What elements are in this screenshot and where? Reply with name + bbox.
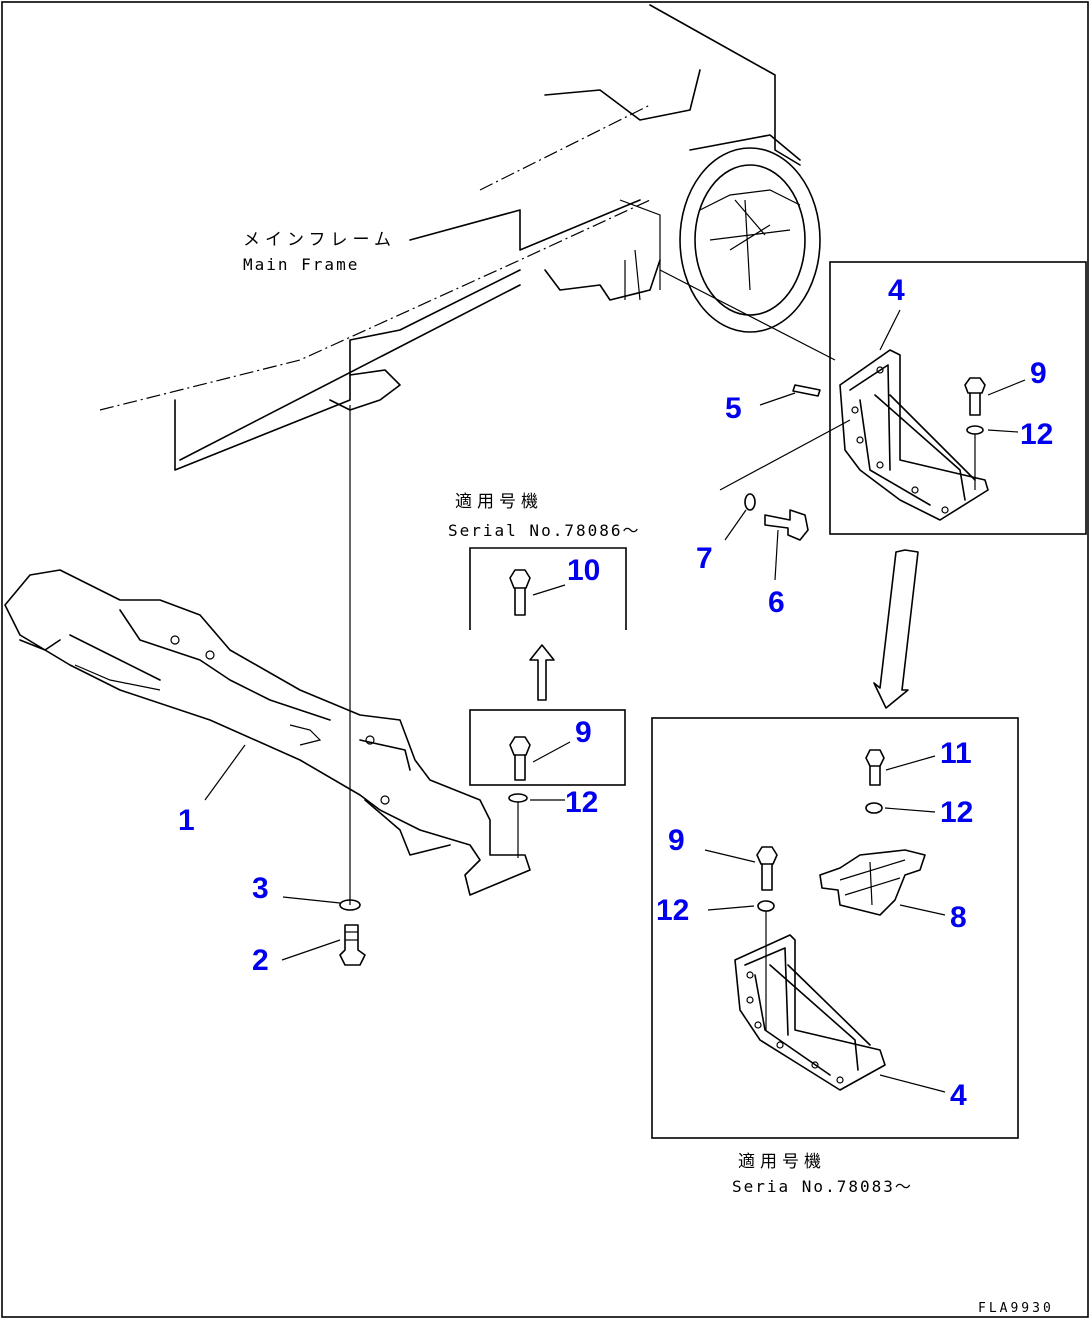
callout-12-center: 12 [565, 786, 598, 819]
callout-4-top: 4 [888, 274, 905, 307]
washer-7 [744, 493, 756, 511]
bolt-9-bottom [756, 846, 778, 891]
main-frame-label-en: Main Frame [243, 255, 359, 274]
callout-9-center: 9 [575, 716, 592, 749]
leader-11 [885, 755, 936, 771]
leader-12-top [987, 429, 1019, 433]
leader-9-top [987, 379, 1026, 396]
bolt-11 [865, 749, 885, 786]
leader-8 [899, 904, 946, 916]
leader-7 [724, 509, 747, 541]
callout-7: 7 [696, 542, 713, 575]
serial1-label-en: Serial No.78086～ [448, 521, 641, 540]
bracket-4-bottom [734, 934, 886, 1091]
bracket-4-top [839, 349, 989, 521]
serial1-inset-box [469, 547, 627, 630]
callout-3: 3 [252, 872, 269, 905]
callout-12-top: 12 [1020, 418, 1053, 451]
replacement-arrow-down [873, 549, 919, 709]
leader-9-bottom [704, 849, 756, 863]
leader-4-top [879, 309, 901, 351]
washer-12-bottom [757, 900, 775, 912]
bolt-2 [339, 924, 366, 966]
washer-12-right [865, 802, 883, 814]
pin-5 [792, 384, 821, 397]
bolt-6 [764, 509, 809, 541]
leader-12-right [884, 807, 936, 813]
assembly-line-4 [719, 419, 851, 491]
serial2-label-en: Seria No.78083～ [732, 1177, 913, 1196]
leader-3 [282, 896, 341, 904]
callout-11: 11 [940, 737, 972, 770]
serial1-original-box [469, 709, 626, 786]
callout-6: 6 [768, 586, 785, 619]
leader-5 [759, 392, 796, 406]
callout-9-top: 9 [1030, 357, 1047, 390]
callout-5: 5 [725, 392, 742, 425]
main-frame-label-jp: メインフレーム [243, 230, 396, 250]
leader-1 [204, 744, 246, 801]
leader-2 [281, 939, 341, 961]
bolt-10 [509, 569, 531, 616]
axle-support-drawing [4, 569, 531, 896]
callout-1: 1 [178, 804, 195, 837]
leader-10 [532, 584, 566, 596]
callout-4-bottom: 4 [950, 1079, 967, 1112]
main-frame-drawing [99, 4, 821, 471]
assembly-line-3 [659, 269, 836, 361]
callout-10: 10 [567, 554, 600, 587]
washer-12-top [966, 425, 984, 435]
washer-12-center [508, 793, 528, 803]
bolt-9-center [509, 736, 531, 781]
callout-2: 2 [252, 944, 269, 977]
leader-6 [774, 529, 779, 581]
replacement-arrow-up [529, 644, 555, 701]
leader-9-center [532, 741, 571, 763]
bolt-9-top [964, 377, 986, 416]
callout-9-bottom: 9 [668, 824, 685, 857]
callout-12-right: 12 [940, 796, 973, 829]
leader-12-bottom [707, 905, 755, 911]
leader-4-bottom [879, 1074, 946, 1093]
serial2-inset-box [651, 717, 1019, 1139]
bracket-inset-box [829, 261, 1087, 535]
callout-12-bottom: 12 [656, 894, 689, 927]
serial2-label-jp: 適用号機 [738, 1152, 826, 1172]
part-8 [819, 849, 926, 916]
callout-8: 8 [950, 901, 967, 934]
washer-3 [339, 899, 361, 911]
drawing-code: FLA9930 [978, 1301, 1054, 1316]
serial1-label-jp: 適用号機 [455, 492, 543, 512]
